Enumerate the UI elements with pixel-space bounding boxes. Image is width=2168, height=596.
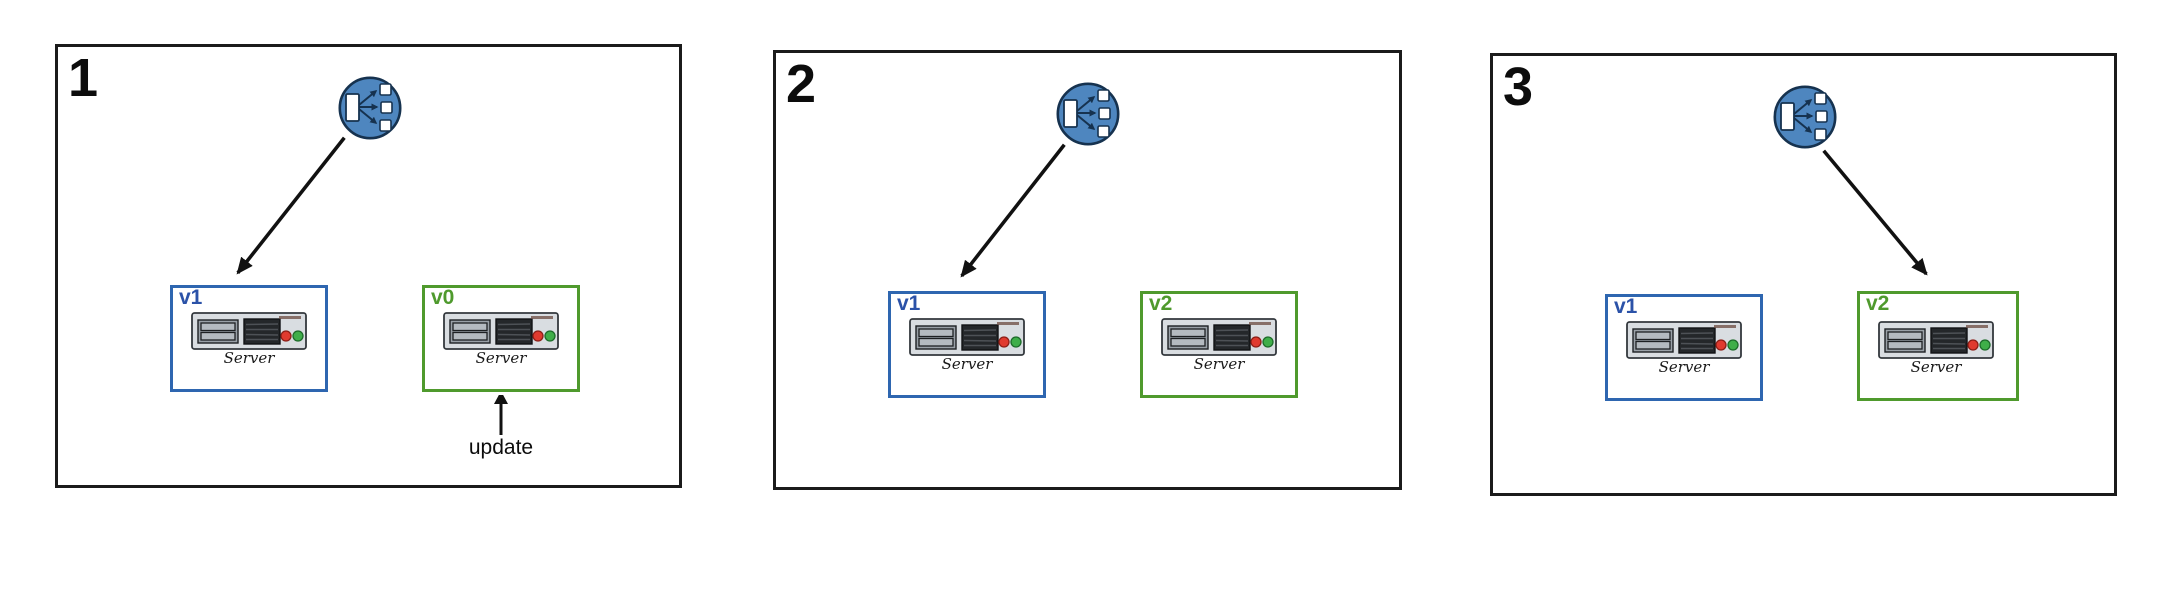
server-icon: [909, 318, 1025, 356]
panel-step-2: 2 v1: [773, 50, 1402, 490]
server-box-v2: v2 Server: [1857, 291, 2019, 401]
server-icon: [191, 312, 307, 350]
server-box-v1: v1 Server: [1605, 294, 1763, 401]
server-box-v1: v1 Server: [170, 285, 328, 392]
version-label: v1: [1614, 295, 1638, 318]
step-number: 1: [68, 48, 98, 108]
update-arrow-icon: [494, 395, 508, 435]
server-caption: Server: [1193, 355, 1245, 373]
version-label: v2: [1866, 292, 1890, 315]
version-label: v1: [179, 286, 203, 309]
panel-step-3: 3 v1: [1490, 53, 2117, 496]
server-caption: Server: [475, 349, 527, 367]
server-caption: Server: [1910, 358, 1962, 376]
server-icon: [1626, 321, 1742, 359]
load-balancer-icon: [1773, 85, 1837, 149]
update-annotation: update: [460, 395, 542, 461]
version-label: v1: [897, 292, 921, 315]
server-icon: [1878, 321, 1994, 359]
server-box-v0: v0 Server: [422, 285, 580, 392]
step-number: 3: [1503, 57, 1533, 117]
panel-step-1: 1 v1: [55, 44, 682, 488]
server-caption: Server: [941, 355, 993, 373]
server-box-v1: v1 Server: [888, 291, 1046, 398]
load-balancer-icon: [1056, 82, 1120, 146]
version-label: v0: [431, 286, 455, 309]
version-label: v2: [1149, 292, 1173, 315]
server-icon: [1161, 318, 1277, 356]
server-icon: [443, 312, 559, 350]
server-box-v2: v2 Server: [1140, 291, 1298, 398]
load-balancer-icon: [338, 76, 402, 140]
update-label: update: [468, 436, 534, 459]
server-caption: Server: [223, 349, 275, 367]
server-caption: Server: [1658, 358, 1710, 376]
step-number: 2: [786, 54, 816, 114]
